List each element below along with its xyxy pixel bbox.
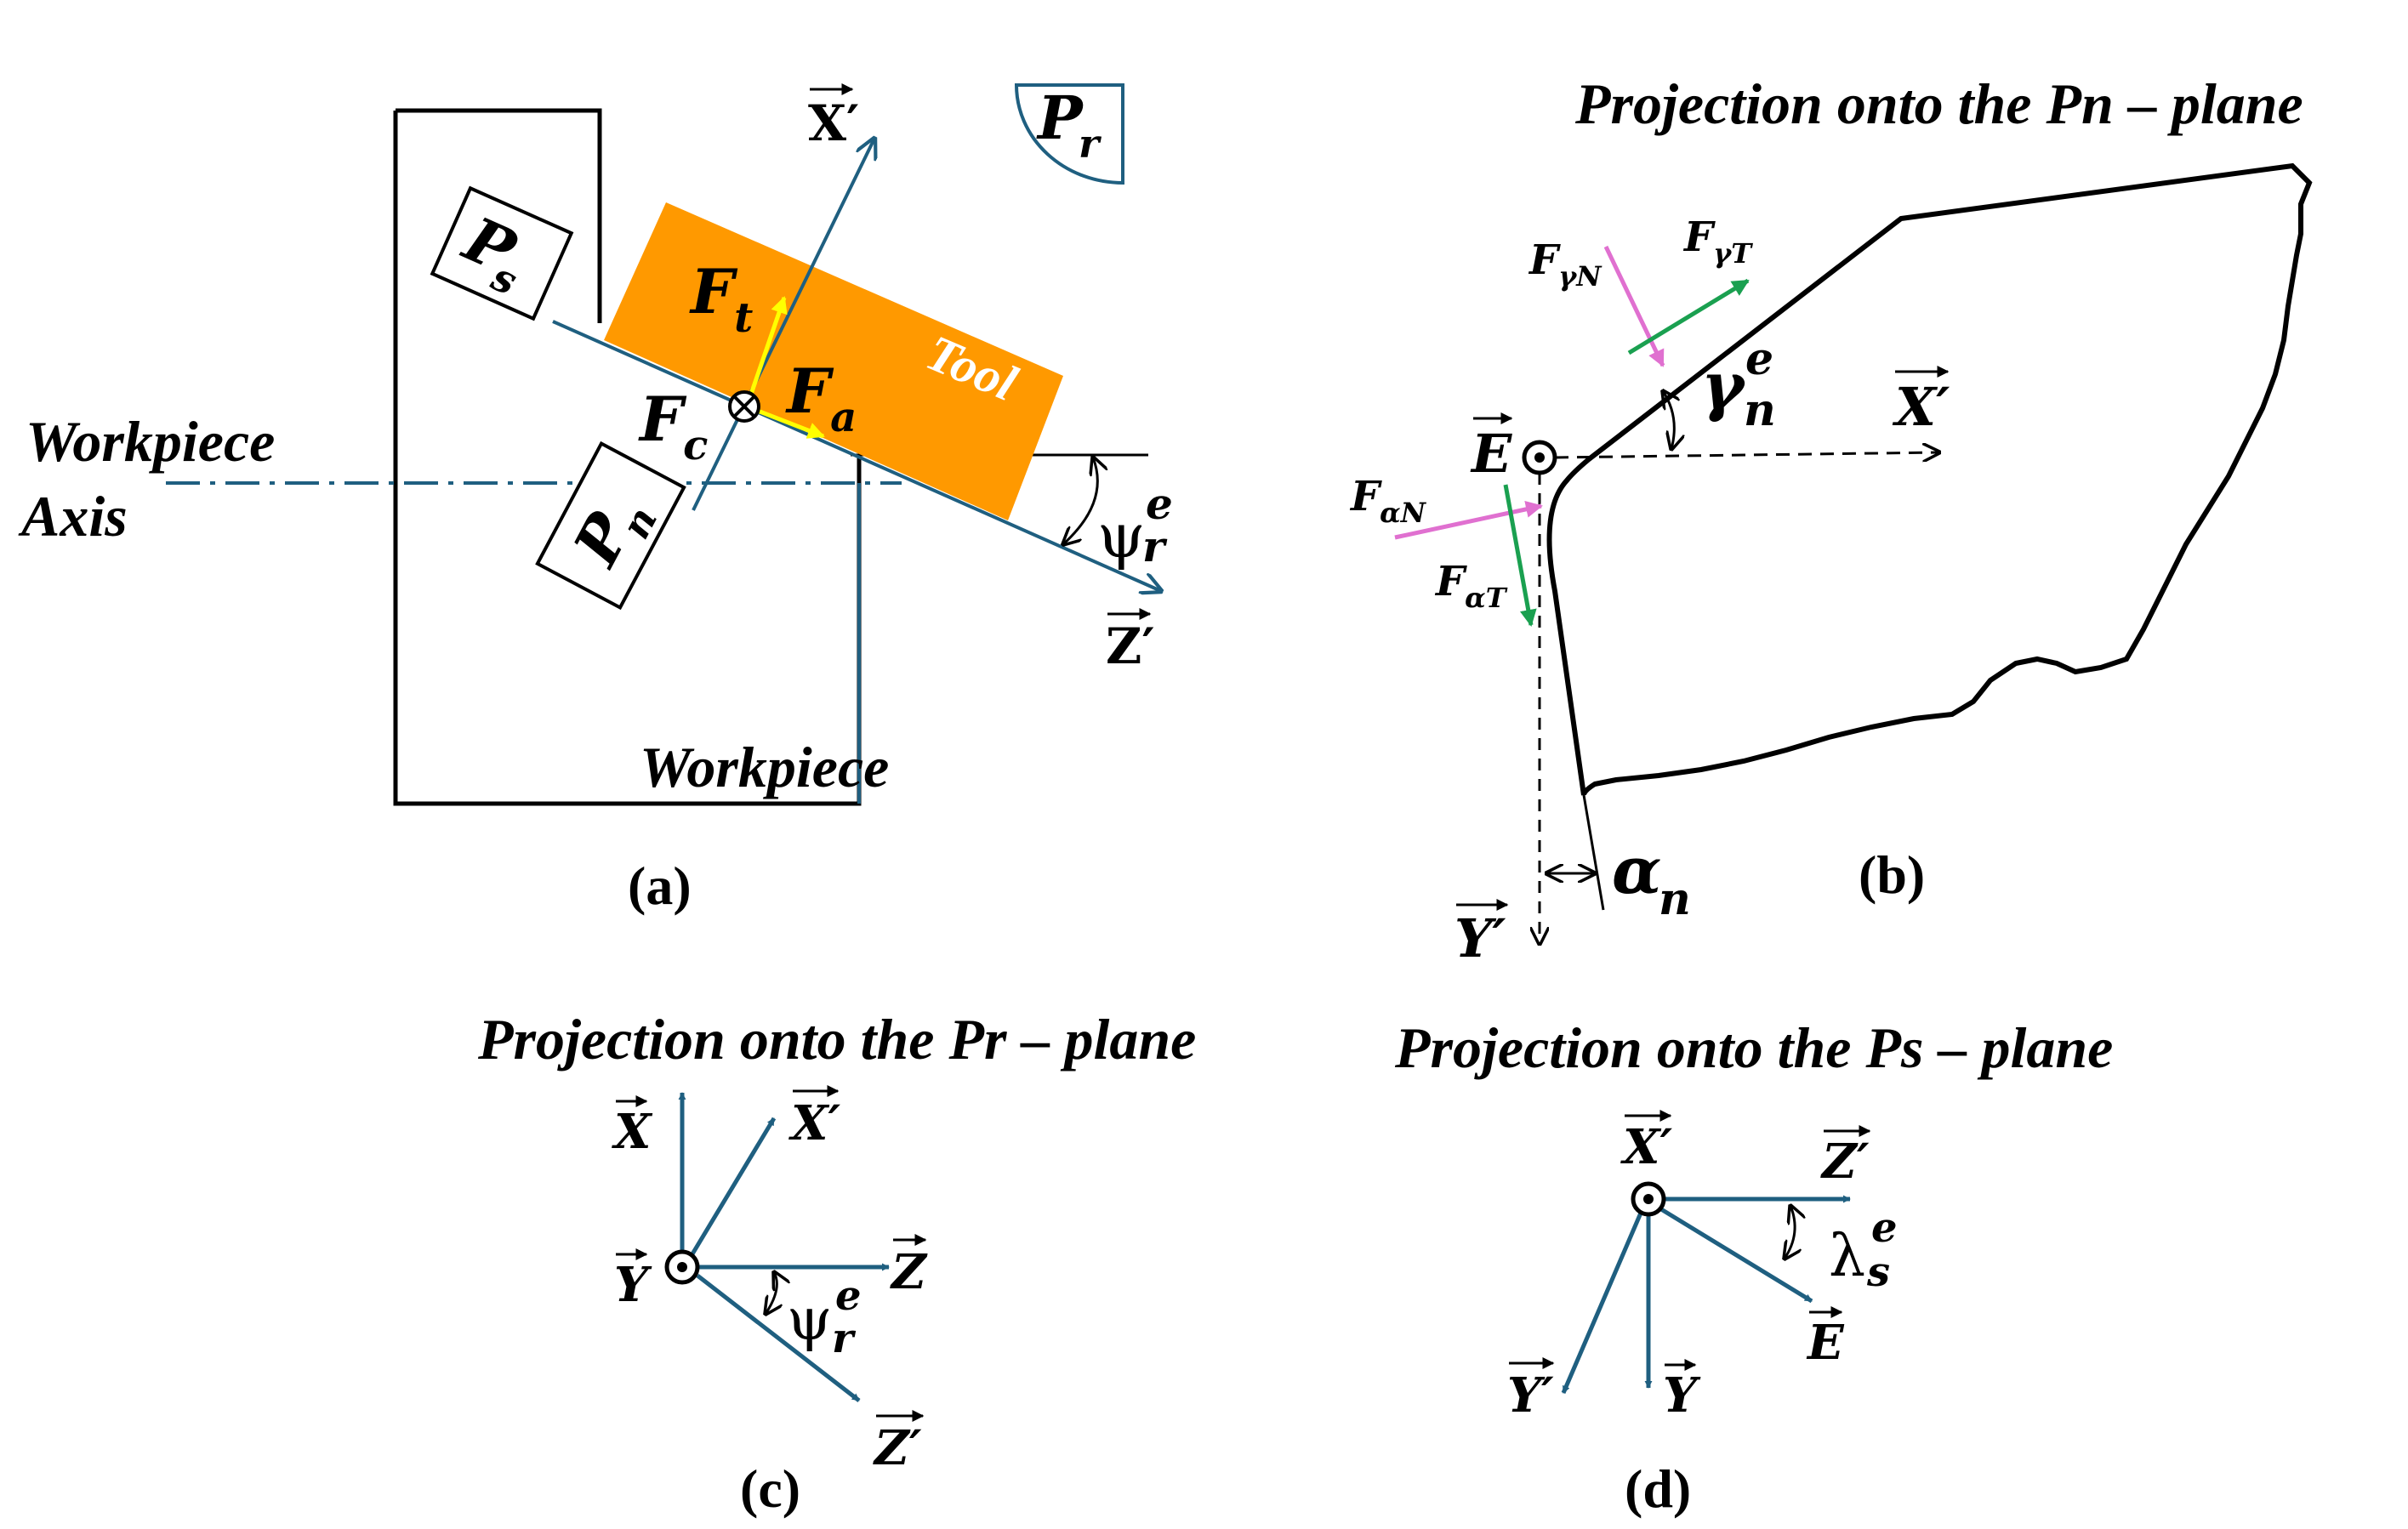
panel-b-caption: (b) <box>1859 844 1925 905</box>
workpiece-axis-label-line2: Axis <box>18 484 128 549</box>
workpiece-axis-label-line1: Workpiece <box>26 409 275 474</box>
panel-a: Tool Z′ X′ P s P n P r <box>18 82 1173 916</box>
lambda-angle-sub: s <box>1866 1248 1890 1296</box>
panel-a-caption: (a) <box>628 855 692 916</box>
workpiece-label: Workpiece <box>640 735 889 799</box>
panel-c: Projection onto the Pr – plane X X′ Y Z … <box>477 1007 1196 1519</box>
panel-c-title: Projection onto the Pr – plane <box>477 1007 1196 1071</box>
z-prime-label: Z′ <box>1106 617 1155 675</box>
force-ft-arrow <box>744 296 788 407</box>
force-fat-label: FαT <box>1434 558 1508 614</box>
z-prime-label: Z′ <box>873 1420 922 1476</box>
y-prime-label: Y′ <box>1507 1367 1554 1424</box>
force-ft-label: Ft <box>689 255 753 342</box>
x-prime-label: X′ <box>1620 1119 1672 1175</box>
x-prime-label: X′ <box>808 94 859 152</box>
alpha-angle-label: α <box>1612 833 1661 908</box>
force-fc-label: Fc <box>638 383 708 469</box>
x-prime-label: X′ <box>1892 376 1950 438</box>
panel-d-caption: (d) <box>1625 1458 1691 1519</box>
panel-c-caption: (c) <box>740 1458 800 1519</box>
cutting-insert-outline <box>1546 162 2313 796</box>
psi-angle-sub: r <box>832 1315 857 1362</box>
force-fgt-label: FγT <box>1682 213 1753 270</box>
z-prime-label: Z′ <box>1820 1134 1870 1190</box>
psi-angle-sup: e <box>1146 479 1173 529</box>
panel-b: Projection onto the Pn – plane E X′ Y′ γ… <box>1349 71 2313 969</box>
svg-text:r: r <box>1079 121 1102 167</box>
point-e-symbol <box>1522 440 1557 475</box>
force-fat-arrow <box>1503 484 1537 627</box>
y-prime-axis <box>1561 1210 1644 1394</box>
panel-d-title: Projection onto the Ps – plane <box>1394 1015 2113 1080</box>
y-axis-out-of-plane <box>664 1249 700 1285</box>
z-prime-axis <box>696 1274 861 1402</box>
alpha-angle-sub: n <box>1659 873 1691 925</box>
psi-angle-arc <box>1063 458 1097 544</box>
x-prime-axis <box>688 1117 777 1259</box>
lambda-angle-sup: e <box>1871 1204 1898 1252</box>
flank-extension-line <box>1582 794 1605 911</box>
psi-angle-label: ψ <box>787 1287 832 1354</box>
force-fgn-arrow <box>1603 245 1665 367</box>
gamma-angle-label: γ <box>1701 348 1747 423</box>
gamma-angle-sub: n <box>1744 384 1776 436</box>
force-fgn-label: FγN <box>1528 236 1602 293</box>
lambda-angle-label: λ <box>1829 1223 1865 1290</box>
psi-angle-sup: e <box>835 1272 862 1320</box>
lambda-angle-arc <box>1785 1206 1795 1259</box>
svg-text:P: P <box>1036 82 1084 153</box>
x-prime-label: X′ <box>788 1095 840 1151</box>
x-prime-dashed-axis <box>1554 452 1939 458</box>
force-fa-label: Fa <box>785 355 857 441</box>
psi-angle-label: ψ <box>1097 500 1145 571</box>
gamma-angle-sup: e <box>1745 333 1773 385</box>
psi-angle-arc <box>766 1272 777 1314</box>
x-prime-axis <box>692 139 874 511</box>
x-prime-axis-out-of-plane <box>1631 1181 1666 1217</box>
y-label: Y <box>1663 1367 1701 1424</box>
psi-angle-sub: r <box>1142 521 1168 571</box>
plane-ps-box: P s <box>430 185 574 321</box>
y-label: Y <box>614 1257 652 1313</box>
panel-b-title: Projection onto the Pn – plane <box>1574 71 2303 136</box>
tool-body <box>604 202 1063 520</box>
force-fan-label: FαN <box>1349 473 1427 529</box>
panel-d: Projection onto the Ps – plane X′ Z′ E Y… <box>1394 1015 2113 1519</box>
y-prime-label: Y′ <box>1454 907 1506 969</box>
plane-pn-box: P n <box>535 441 686 611</box>
x-label: X <box>612 1104 653 1160</box>
force-fgt-arrow <box>1627 278 1750 355</box>
z-label: Z <box>890 1244 928 1300</box>
e-axis <box>1659 1207 1813 1304</box>
plane-pr-symbol: P r <box>1014 82 1124 185</box>
e-label: E <box>1806 1315 1845 1371</box>
point-e-label: E <box>1470 423 1512 485</box>
gamma-angle-arc <box>1663 391 1674 449</box>
force-fan-arrow <box>1394 501 1543 540</box>
force-fc-symbol <box>728 390 760 423</box>
